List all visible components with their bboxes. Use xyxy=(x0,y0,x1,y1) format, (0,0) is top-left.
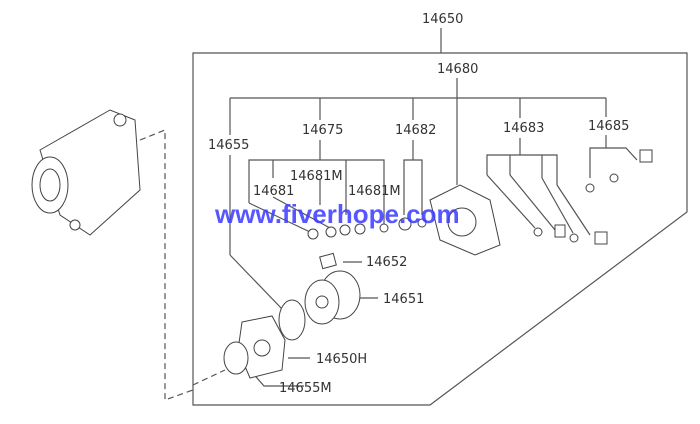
assembly-frame xyxy=(192,52,688,406)
label-14650: 14650 xyxy=(422,12,463,27)
label-14655M: 14655M xyxy=(279,381,332,396)
stator-14651 xyxy=(304,270,361,325)
brush-14652 xyxy=(319,252,337,270)
label-14675: 14675 xyxy=(302,123,343,138)
alternator-illustration xyxy=(31,109,141,236)
watermark: www.fiverhope.com xyxy=(214,199,460,229)
label-14681M-b: 14681M xyxy=(348,184,401,199)
label-14652: 14652 xyxy=(366,255,407,270)
label-14681M-a: 14681M xyxy=(290,169,343,184)
label-14680: 14680 xyxy=(437,62,478,77)
gasket-14655 xyxy=(278,299,306,341)
label-14655: 14655 xyxy=(208,138,249,153)
label-14650H: 14650H xyxy=(316,352,367,367)
label-14685: 14685 xyxy=(588,119,629,134)
label-14651: 14651 xyxy=(383,292,424,307)
seal-14655M xyxy=(223,341,249,375)
label-14683: 14683 xyxy=(503,121,544,136)
washers-and-nuts xyxy=(307,149,653,245)
label-14682: 14682 xyxy=(395,123,436,138)
label-14681: 14681 xyxy=(253,184,294,199)
rear-cover-14680 xyxy=(429,184,501,256)
